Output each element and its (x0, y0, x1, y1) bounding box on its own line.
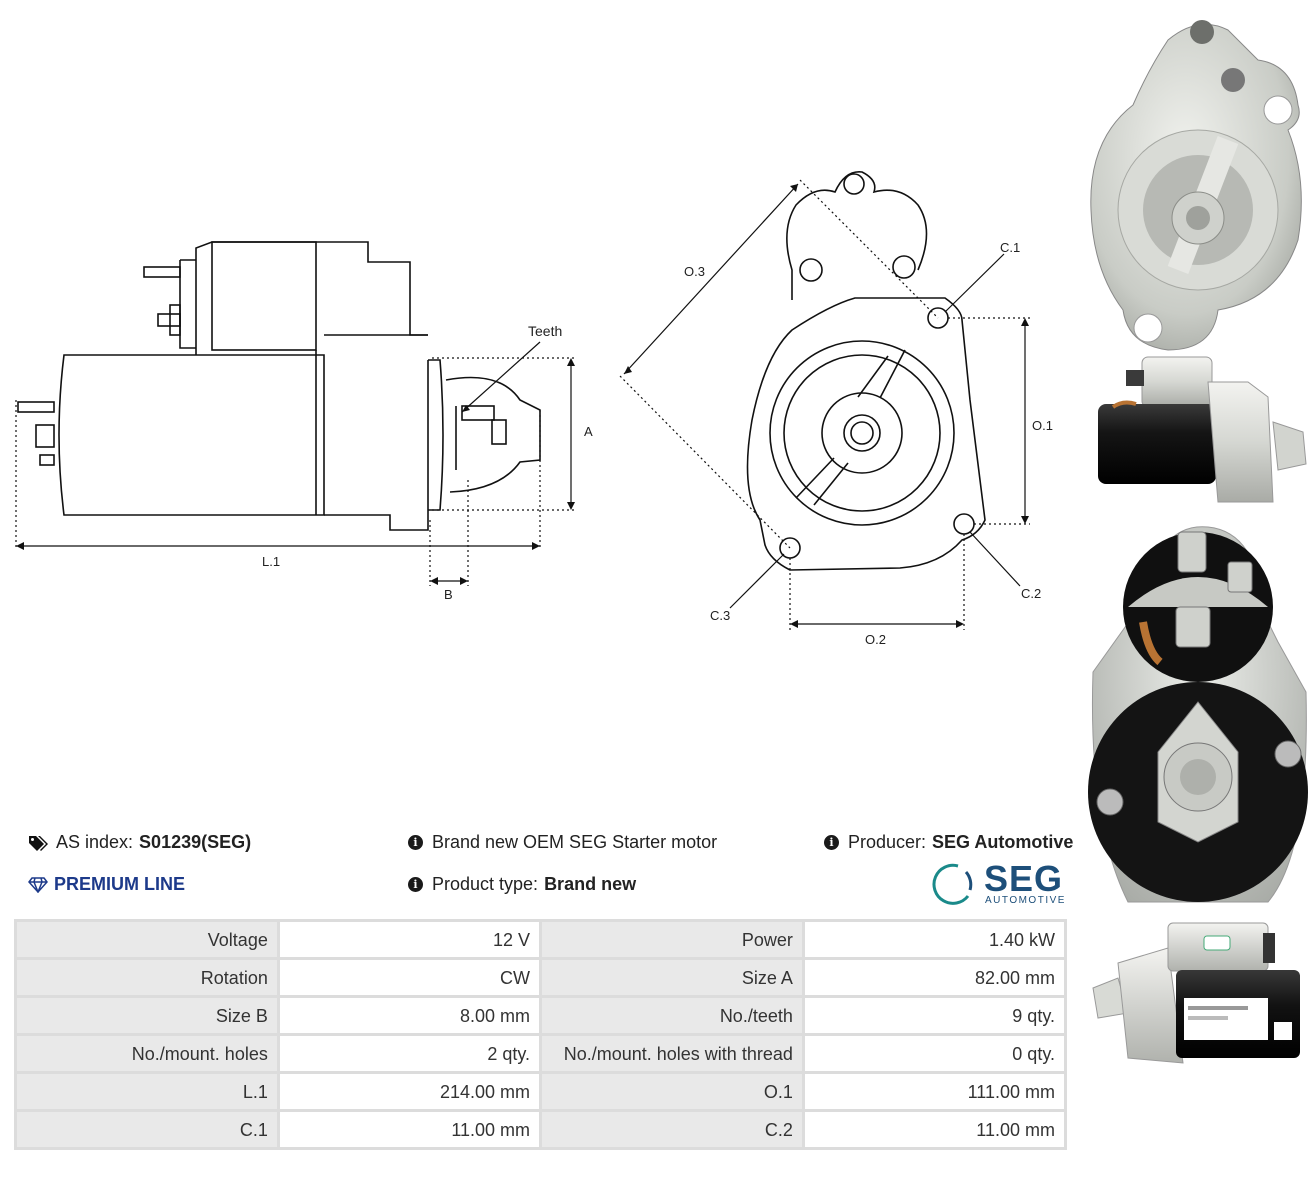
spec-value: 82.00 mm (801, 957, 1068, 998)
tags-icon (29, 835, 48, 851)
spec-label: Size B (14, 995, 280, 1036)
seg-logo-sub: AUTOMOTIVE (985, 895, 1066, 906)
dim-l1-label: L.1 (262, 554, 280, 569)
spec-label: No./mount. holes (14, 1033, 280, 1074)
product-type: i Product type: Brand new (408, 874, 636, 895)
spec-label: Size A (539, 957, 805, 998)
spec-value: 11.00 mm (276, 1109, 543, 1150)
drive-housing (428, 359, 444, 511)
spec-label: Voltage (14, 919, 280, 960)
spec-label: No./mount. holes with thread (539, 1033, 805, 1074)
dim-c2-label: C.2 (1021, 586, 1041, 601)
photo-front-flange[interactable] (1088, 10, 1310, 355)
producer-value: SEG Automotive (932, 832, 1074, 852)
spec-label: No./teeth (539, 995, 805, 1036)
spec-value: CW (276, 957, 543, 998)
description-text: Brand new OEM SEG Starter motor (432, 832, 718, 852)
spec-value: 12 V (276, 919, 543, 960)
as-index-value: S01239(SEG) (139, 832, 252, 852)
photo-side-view[interactable] (1088, 352, 1310, 512)
dim-o2-label: O.2 (865, 632, 886, 647)
dim-c3-label: C.3 (710, 608, 730, 623)
spec-label: L.1 (14, 1071, 280, 1112)
photo-rear-terminal-view[interactable] (1088, 522, 1310, 912)
dim-o1-label: O.1 (1032, 418, 1053, 433)
spec-value: 8.00 mm (276, 995, 543, 1036)
front-view-drawing: O.3 C.1 O.1 C.2 C.3 O.2 (619, 171, 1053, 647)
spec-label: Rotation (14, 957, 280, 998)
spec-value: 9 qty. (801, 995, 1068, 1036)
spec-label: C.2 (539, 1109, 805, 1150)
spec-value: 11.00 mm (801, 1109, 1068, 1150)
description: i Brand new OEM SEG Starter motor (408, 832, 717, 853)
seg-logo: SEG AUTOMOTIVE (930, 858, 1070, 908)
dim-b-label: B (444, 587, 453, 602)
premium-line-label: PREMIUM LINE (54, 874, 186, 894)
solenoid-cap (211, 241, 317, 351)
seg-logo-arc (932, 863, 973, 905)
spec-label: O.1 (539, 1071, 805, 1112)
spec-label: Power (539, 919, 805, 960)
top-ear (786, 171, 928, 300)
info-icon: i (408, 877, 423, 892)
diamond-icon (28, 876, 48, 893)
mount-flange (746, 297, 986, 571)
side-view-drawing: Teeth A L.1 B (15, 241, 593, 602)
dim-c1-label: C.1 (1000, 240, 1020, 255)
as-index: AS index: S01239(SEG) (28, 832, 251, 853)
info-icon: i (824, 835, 839, 850)
product-type-value: Brand new (544, 874, 637, 894)
motor-body (58, 354, 325, 516)
spec-value: 111.00 mm (801, 1071, 1068, 1112)
producer-label: Producer: (848, 832, 927, 852)
spec-value: 1.40 kW (801, 919, 1068, 960)
dim-o3-label: O.3 (684, 264, 705, 279)
product-type-label: Product type: (432, 874, 539, 894)
info-icon: i (408, 835, 423, 850)
dim-a-label: A (584, 424, 593, 439)
spec-value: 2 qty. (276, 1033, 543, 1074)
spec-value: 0 qty. (801, 1033, 1068, 1074)
photo-side-label-view[interactable] (1088, 918, 1310, 1068)
teeth-label: Teeth (528, 323, 562, 339)
producer: i Producer: SEG Automotive (824, 832, 1073, 853)
spec-value: 214.00 mm (276, 1071, 543, 1112)
premium-line: PREMIUM LINE (28, 874, 185, 895)
spec-label: C.1 (14, 1109, 280, 1150)
as-index-label: AS index: (56, 832, 134, 852)
seg-logo-brand: SEG (984, 858, 1064, 899)
solenoid-outline (195, 241, 428, 355)
